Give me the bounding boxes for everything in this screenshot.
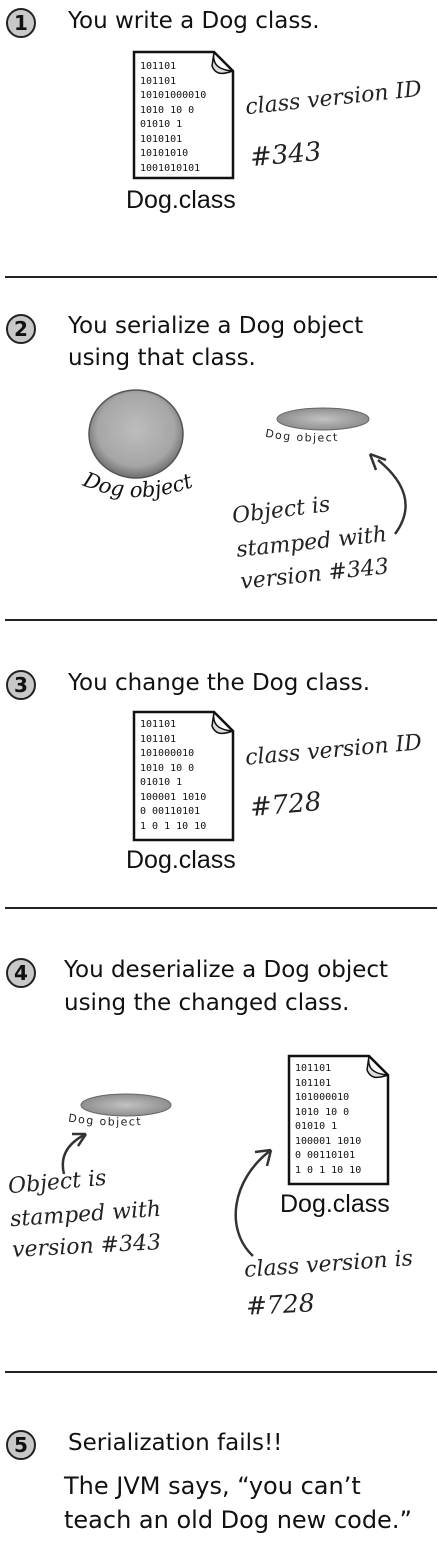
file-line: 1 0 1 10 10: [140, 820, 207, 832]
file-caption: Dog.class: [126, 846, 236, 874]
dog-class-file-icon: 101101 101101 101000010 1010 10 0 01010 …: [287, 1054, 390, 1186]
file-line: 1010 10 0: [140, 104, 195, 116]
file-line: 1010101: [140, 133, 183, 145]
arrow-to-flat-object: [368, 452, 407, 535]
stamp-note-line-3: version #343: [239, 554, 391, 595]
file-line: 101101: [140, 719, 177, 730]
step-5-text: Serialization fails!!: [68, 1430, 283, 1456]
file-line: 01010 1: [140, 777, 183, 788]
file-line: 0 00110101: [295, 1150, 356, 1161]
step-1-number: 1: [6, 8, 36, 38]
file-line: 1001010101: [140, 162, 201, 174]
file-line: 10101000010: [140, 90, 207, 101]
stamp-note-line-1: Object is: [230, 492, 332, 529]
file-line: 1010 10 0: [140, 762, 195, 774]
class-version-number: #728: [248, 786, 323, 824]
file-line: 101101: [295, 1063, 332, 1074]
section-divider: [5, 276, 437, 278]
file-line: 101101: [140, 61, 177, 72]
arrow-to-class-file: [234, 1148, 273, 1257]
file-caption: Dog.class: [280, 1190, 390, 1218]
file-line: 100001 1010: [140, 791, 207, 803]
step-4-number: 4: [6, 958, 36, 988]
step-2-number: 2: [6, 314, 36, 344]
file-line: 01010 1: [295, 1121, 338, 1132]
class-version-id-label: class version ID: [244, 76, 423, 121]
file-line: 1 0 1 10 10: [295, 1164, 362, 1176]
dog-object-ball: [88, 389, 184, 479]
step-4-text-line-1: You deserialize a Dog object: [64, 957, 389, 983]
file-line: 101101: [140, 733, 177, 745]
section-divider: [5, 1371, 437, 1373]
dog-class-file-icon: 101101 101101 10101000010 1010 10 0 0101…: [132, 50, 235, 180]
step-1-text: You write a Dog class.: [68, 8, 320, 34]
file-line: 101101: [295, 1077, 332, 1089]
class-version-number: #343: [248, 136, 323, 174]
object-note-line-2: stamped with: [9, 1196, 162, 1233]
section-divider: [5, 907, 437, 909]
file-line: 101000010: [140, 748, 195, 759]
arrow-to-flat-object: [61, 1132, 88, 1175]
file-line: 101101: [140, 75, 177, 87]
step-4-text-line-2: using the changed class.: [64, 990, 350, 1016]
dog-object-ball-label: Dog object: [79, 467, 196, 502]
file-line: 10101010: [140, 148, 189, 159]
svg-text:Dog object: Dog object: [79, 467, 196, 502]
class-version-id-label: class version ID: [244, 730, 423, 771]
jvm-message-line-2: teach an old Dog new code.”: [64, 1506, 412, 1534]
flattened-dog-object: Dog object: [264, 407, 370, 445]
jvm-message-line-1: The JVM says, “you can’t: [64, 1472, 361, 1500]
file-line: 01010 1: [140, 119, 183, 130]
step-2-text-line-1: You serialize a Dog object: [68, 313, 364, 339]
svg-text:Dog object: Dog object: [67, 1112, 142, 1129]
step-3-number: 3: [6, 670, 36, 700]
section-divider: [5, 619, 437, 621]
file-line: 100001 1010: [295, 1135, 362, 1147]
file-caption: Dog.class: [126, 186, 236, 214]
flattened-dog-object: Dog object: [67, 1093, 172, 1129]
dog-class-file-icon: 101101 101101 101000010 1010 10 0 01010 …: [132, 710, 235, 842]
step-2-text-line-2: using that class.: [68, 345, 256, 371]
file-line: 101000010: [295, 1092, 350, 1103]
class-note-line-2: #728: [245, 1288, 316, 1321]
step-3-text: You change the Dog class.: [68, 670, 371, 696]
object-note-line-3: version #343: [11, 1230, 162, 1263]
file-line: 1010 10 0: [295, 1106, 350, 1118]
step-5-number: 5: [6, 1430, 36, 1460]
object-note-line-1: Object is: [7, 1165, 108, 1200]
file-line: 0 00110101: [140, 806, 201, 817]
